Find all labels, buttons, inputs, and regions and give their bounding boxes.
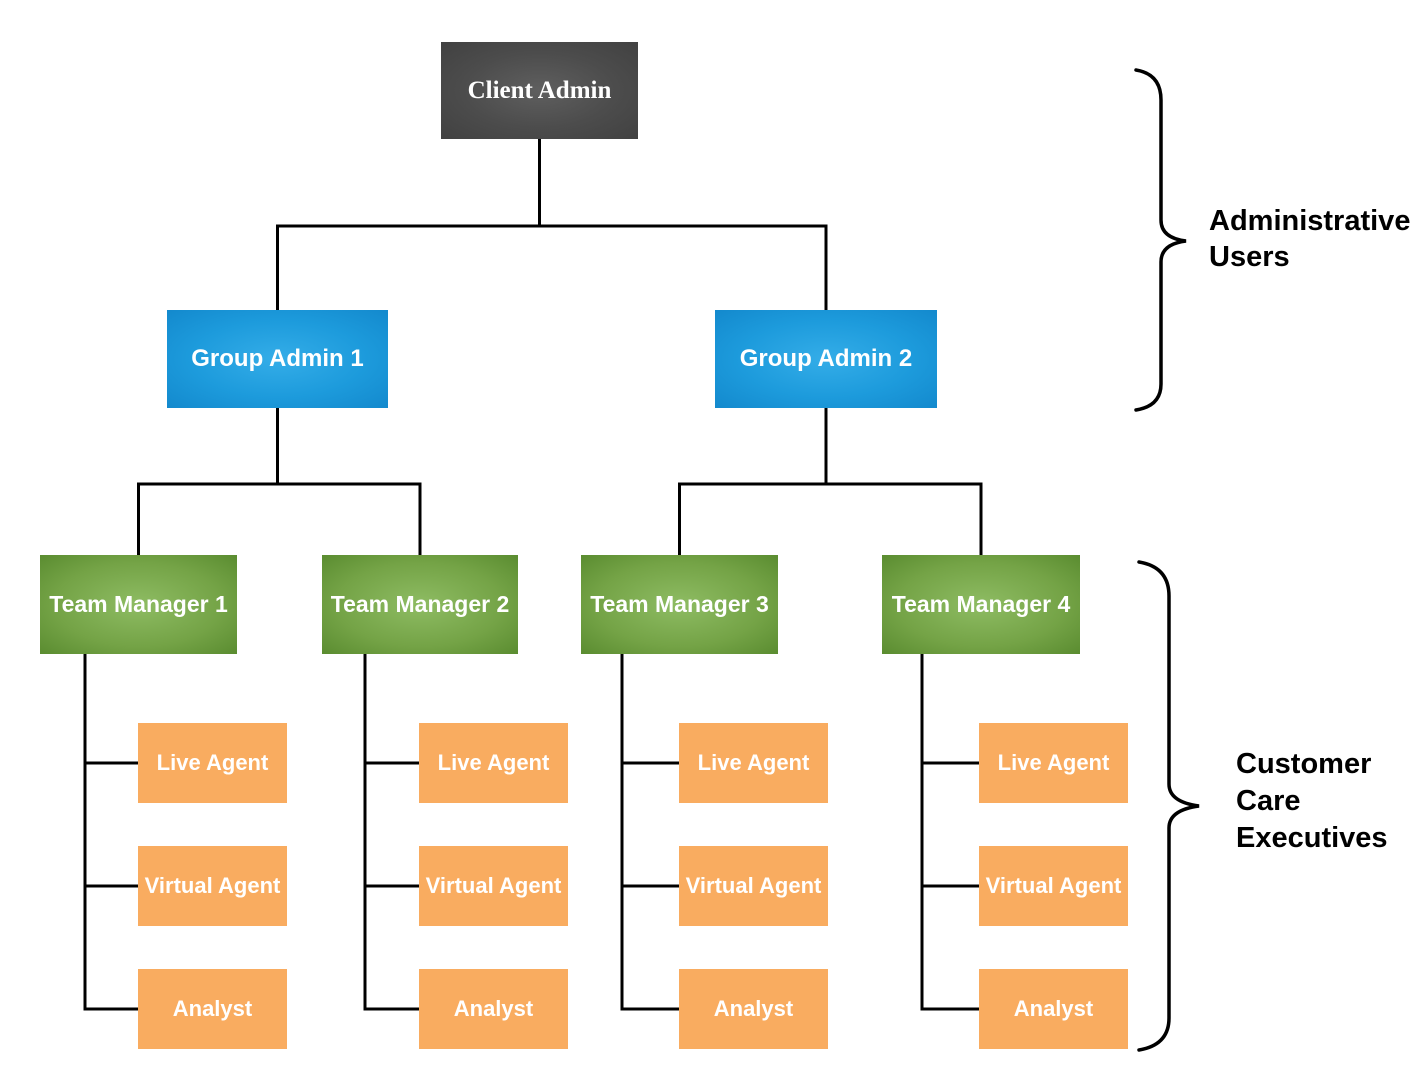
node-team4-analyst: Analyst [979,969,1128,1049]
node-group-admin-1-label: Group Admin 1 [191,345,364,372]
node-team2-virtual-agent: Virtual Agent [419,846,568,926]
node-team-manager-3-label: Team Manager 3 [590,591,769,617]
node-team-manager-4: Team Manager 4 [882,555,1080,654]
label-administrative-users-line1: Administrative [1209,205,1411,237]
node-team-manager-2-label: Team Manager 2 [330,591,510,617]
node-team1-virtual-agent-label: Virtual Agent [144,873,281,898]
label-administrative-users: Administrative Users [1209,203,1410,275]
node-team2-analyst-label: Analyst [453,996,534,1021]
node-team2-analyst: Analyst [419,969,568,1049]
label-customer-care-line2: Care [1236,785,1301,817]
node-team4-live-agent-label: Live Agent [997,750,1110,775]
node-team4-live-agent: Live Agent [979,723,1128,803]
node-client-admin-label: Client Admin [467,76,612,104]
node-group-admin-2: Group Admin 2 [715,310,937,408]
node-team3-live-agent: Live Agent [679,723,828,803]
node-team-manager-3: Team Manager 3 [581,555,778,654]
connector-tm4-column [920,654,979,1011]
label-customer-care-line1: Customer [1236,748,1372,780]
node-team1-virtual-agent: Virtual Agent [138,846,287,926]
connector-ga2-split [678,482,983,556]
node-team3-virtual-agent: Virtual Agent [679,846,828,926]
brace-customer-care [1137,560,1200,1052]
node-team1-analyst-label: Analyst [172,996,253,1021]
node-team3-virtual-agent-label: Virtual Agent [685,873,822,898]
connector-ga1-split [137,482,422,556]
brace-administrative-users [1134,68,1187,412]
node-team3-live-agent-label: Live Agent [697,750,810,775]
node-team4-virtual-agent: Virtual Agent [979,846,1128,926]
node-team-manager-1: Team Manager 1 [40,555,237,654]
node-team2-virtual-agent-label: Virtual Agent [425,873,562,898]
node-team3-analyst: Analyst [679,969,828,1049]
node-team1-analyst: Analyst [138,969,287,1049]
node-team-manager-4-label: Team Manager 4 [891,591,1071,617]
connector-tm1-column [83,654,138,1011]
label-administrative-users-line2: Users [1209,241,1290,273]
label-customer-care-line3: Executives [1236,822,1388,854]
node-team2-live-agent-label: Live Agent [437,750,550,775]
connector-tm2-column [363,654,419,1011]
node-client-admin: Client Admin [441,42,638,139]
node-team1-live-agent-label: Live Agent [156,750,269,775]
node-group-admin-1: Group Admin 1 [167,310,388,408]
node-team2-live-agent: Live Agent [419,723,568,803]
node-team4-analyst-label: Analyst [1013,996,1094,1021]
node-team1-live-agent: Live Agent [138,723,287,803]
connector-root-split [276,224,828,311]
node-team-manager-2: Team Manager 2 [322,555,518,654]
node-team4-virtual-agent-label: Virtual Agent [985,873,1122,898]
connector-tm3-column [620,654,679,1011]
node-team3-analyst-label: Analyst [713,996,794,1021]
node-team-manager-1-label: Team Manager 1 [49,591,228,617]
label-customer-care-executives: Customer Care Executives [1236,746,1388,857]
node-group-admin-2-label: Group Admin 2 [739,345,913,372]
